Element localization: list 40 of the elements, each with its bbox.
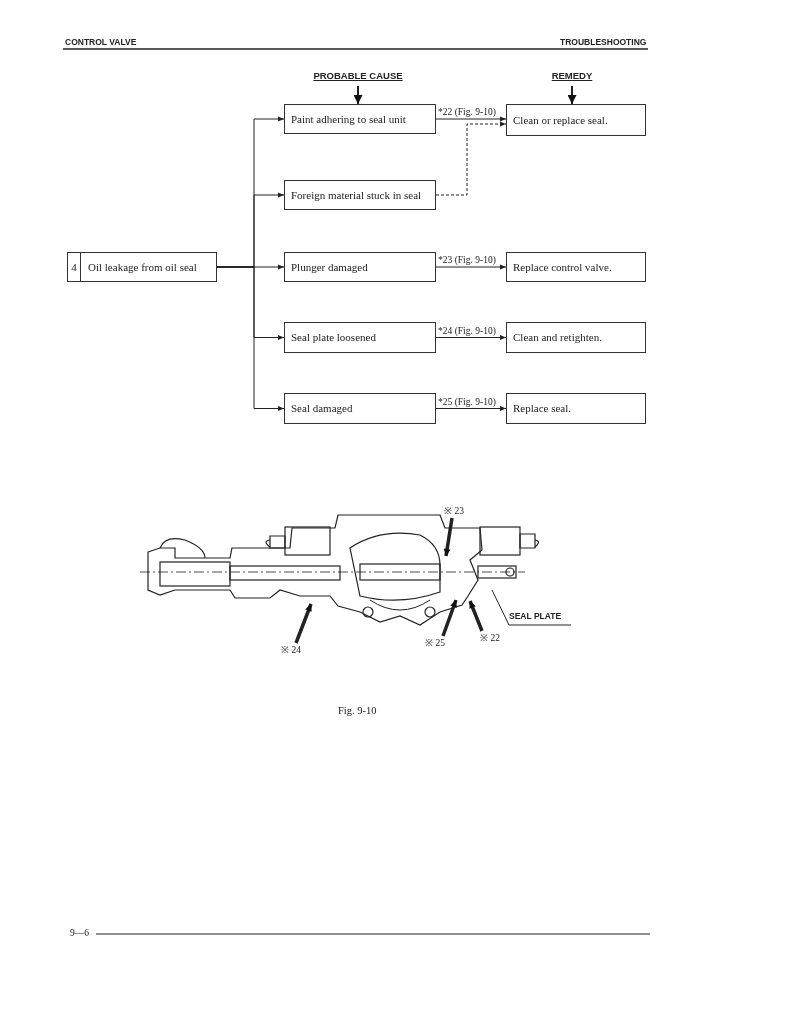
arrow: [435, 264, 507, 270]
remedy-box: Clean and retighten.: [506, 322, 646, 353]
problem-box: [67, 252, 217, 282]
page-number: 9—6: [70, 928, 89, 938]
arrow: [435, 116, 507, 122]
cause-box: Seal plate loosened: [284, 322, 436, 353]
callout-number: ※ 23: [444, 505, 474, 517]
arrow: [216, 266, 285, 411]
hatched-callout-arrow: [443, 517, 454, 557]
arrow: [435, 406, 507, 411]
arrow: [435, 335, 507, 340]
cause-box: Paint adhering to seal unit: [284, 104, 436, 134]
hatched-callout-arrow: [441, 599, 458, 637]
cause-box: Plunger damaged: [284, 252, 436, 282]
part-label: SEAL PLATE: [509, 611, 571, 624]
leader-line: [491, 589, 572, 626]
header-title: CONTROL VALVE: [65, 37, 137, 47]
remedy-box: Clean or replace seal.: [506, 104, 646, 136]
remedy-box: Replace control valve.: [506, 252, 646, 282]
edge-label: *25 (Fig. 9-10): [437, 396, 497, 407]
remedy-box: Replace seal.: [506, 393, 646, 424]
hatched-callout-arrow: [294, 603, 313, 644]
edge-label: *24 (Fig. 9-10): [437, 325, 497, 336]
figure-caption: Fig. 9-10: [338, 705, 377, 716]
cause-box: Foreign material stuck in seal: [284, 180, 436, 210]
callout-number: ※ 24: [281, 644, 311, 656]
edge-label: *23 (Fig. 9-10): [437, 255, 497, 265]
hatched-callout-arrow: [468, 600, 484, 632]
callout-number: ※ 22: [480, 632, 510, 644]
arrow: [435, 121, 507, 196]
arrow: [353, 85, 363, 105]
arrow: [567, 85, 577, 105]
header-title: TROUBLESHOOTING: [560, 37, 647, 47]
problem-text: Oil leakage from oil seal: [87, 260, 197, 274]
column-heading: PROBABLE CAUSE: [300, 70, 416, 84]
edge-label: *22 (Fig. 9-10): [437, 107, 497, 117]
callout-number: ※ 25: [425, 637, 455, 649]
column-heading: REMEDY: [546, 70, 598, 84]
item-number: 4: [68, 253, 81, 281]
cause-box: Seal damaged: [284, 393, 436, 424]
